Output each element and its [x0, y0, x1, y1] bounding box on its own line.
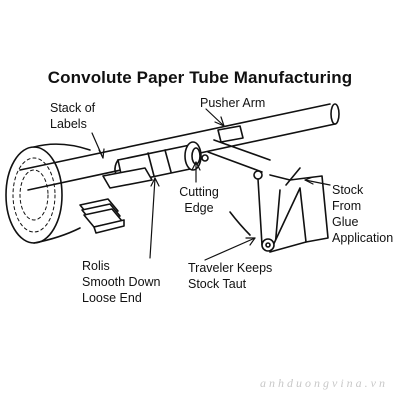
- paper-roll: [5, 143, 91, 244]
- label-line: Smooth Down: [82, 275, 161, 289]
- label-line: Stack of: [50, 101, 96, 115]
- mandrel-shaft: [19, 103, 340, 191]
- pusher-arm-part: [207, 125, 271, 173]
- label-rolis-smooth: Rolis Smooth Down Loose End: [82, 258, 161, 306]
- label-line: Edge: [184, 201, 214, 215]
- label-line: From: [332, 199, 362, 213]
- label-pusher-arm: Pusher Arm: [200, 95, 265, 111]
- label-traveler-keeps: Traveler Keeps Stock Taut: [188, 260, 272, 292]
- watermark: anhduongvina.vn: [260, 376, 388, 390]
- label-line: Cutting: [179, 185, 219, 199]
- label-line: Traveler Keeps: [188, 261, 273, 275]
- diagram-title: Convolute Paper Tube Manufacturing: [47, 68, 353, 87]
- label-line: Labels: [50, 117, 87, 131]
- label-line: Application: [332, 231, 394, 245]
- label-cutting-edge: Cutting Edge: [173, 184, 225, 216]
- label-line: Stock Taut: [188, 277, 247, 291]
- label-line: Stock: [332, 183, 364, 197]
- label-line: Glue: [332, 215, 359, 229]
- label-stack: [79, 198, 125, 234]
- label-stock-from-glue: Stock From Glue Application: [332, 182, 393, 246]
- label-stack-of-labels: Stack of Labels: [50, 100, 95, 132]
- label-line: Loose End: [82, 291, 142, 305]
- label-line: Pusher Arm: [200, 96, 266, 110]
- paper-sleeve: [102, 144, 196, 189]
- leader-lines: [91, 108, 331, 261]
- traveler-assembly: [229, 167, 329, 253]
- label-line: Rolis: [82, 259, 110, 273]
